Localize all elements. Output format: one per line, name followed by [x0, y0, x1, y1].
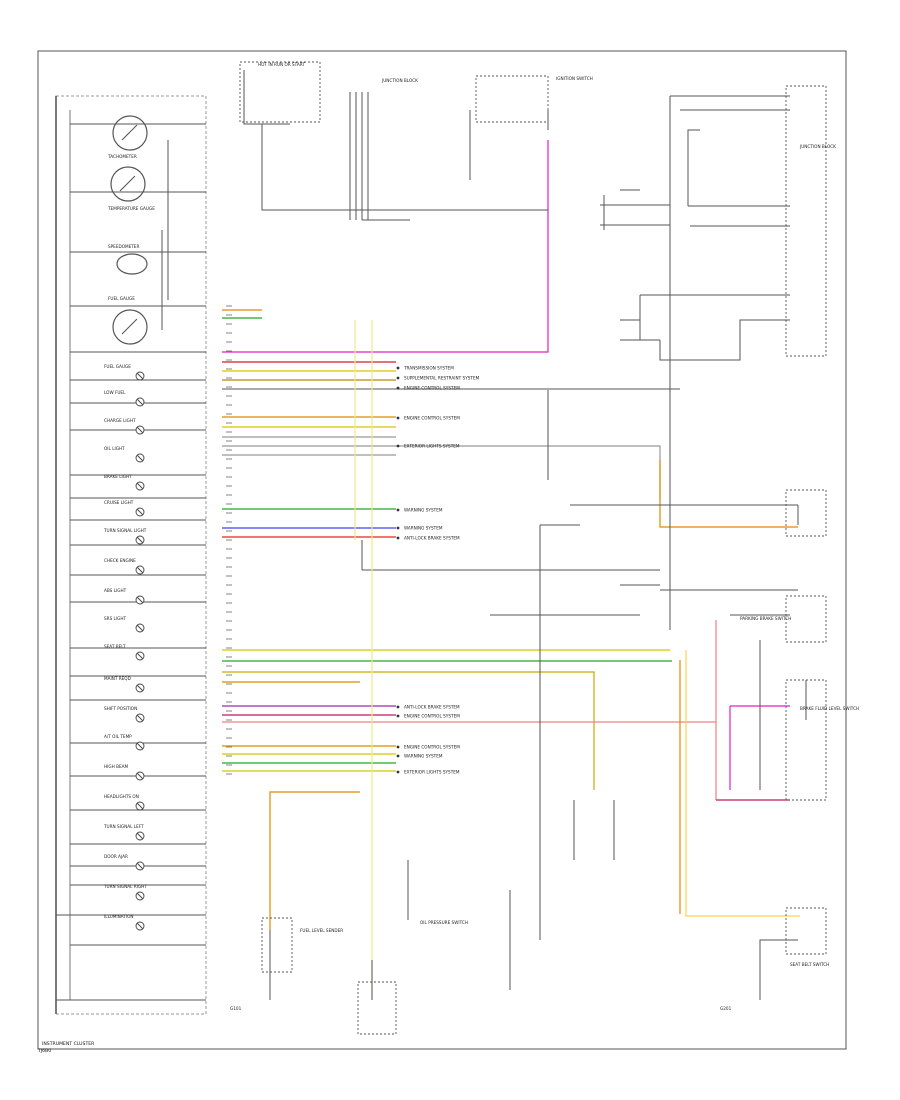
system-connector-dot [396, 444, 400, 448]
system-connector-dot [396, 714, 400, 718]
system-connector-dot [396, 526, 400, 530]
parking-brake-label: PARKING BRAKE SWITCH [740, 616, 791, 621]
indicator-label: CHECK ENGINE [104, 558, 136, 563]
indicator-label: FUEL GAUGE [104, 364, 131, 369]
indicator-lamp [135, 921, 145, 931]
system-connector-dot [396, 745, 400, 749]
right-block-label: JUNCTION BLOCK [799, 144, 836, 149]
indicator-label: A/T OIL TEMP [104, 734, 132, 739]
gauge-label: TEMPERATURE GAUGE [107, 206, 155, 211]
system-connector-dot [396, 416, 400, 420]
indicator-label: SRS LIGHT [104, 616, 127, 621]
indicator-lamp [135, 507, 145, 517]
speedometer-gauge [116, 253, 148, 275]
indicator-lamp [135, 481, 145, 491]
top-fuse-label: HOT IN RUN OR START [258, 62, 305, 67]
ground-left-label: G101 [230, 1006, 242, 1011]
brake-switch-box [785, 489, 827, 537]
indicator-lamp [135, 453, 145, 463]
system-connector-dot [396, 705, 400, 709]
system-label: EXTERIOR LIGHTS SYSTEM [404, 444, 460, 449]
indicator-lamp [135, 623, 145, 633]
fuel-sender-box [261, 917, 293, 973]
system-label: ENGINE CONTROL SYSTEM [404, 714, 460, 719]
parking-brake-box [785, 595, 827, 643]
footer-label: INSTRUMENT CLUSTER [42, 1041, 95, 1047]
tachometer-gauge [112, 115, 148, 151]
indicator-label: SEAT BELT [104, 644, 126, 649]
junction-block-top-box [239, 61, 321, 123]
indicator-lamp [135, 683, 145, 693]
oil-switch-label: OIL PRESSURE SWITCH [420, 920, 468, 925]
gauge-label: SPEEDOMETER [108, 244, 139, 249]
indicator-lamp [135, 371, 145, 381]
page-code: TJ6B0 [37, 1048, 51, 1054]
system-label: EXTERIOR LIGHTS SYSTEM [404, 770, 460, 775]
ignition-switch-label: IGNITION SWITCH [556, 76, 593, 81]
oil-switch-box [357, 981, 397, 1035]
indicator-lamp [135, 891, 145, 901]
indicator-label: ILLUMINATION [104, 914, 134, 919]
system-label: ENGINE CONTROL SYSTEM [404, 386, 460, 391]
indicator-lamp [135, 535, 145, 545]
fuel-sender-label: FUEL LEVEL SENDER [300, 928, 343, 933]
indicator-label: CHARGE LIGHT [104, 418, 136, 423]
ground-right-label: G201 [720, 1006, 732, 1011]
indicator-label: SHIFT POSITION [104, 706, 137, 711]
indicator-label: HIGH BEAM [104, 764, 128, 769]
temperature-gauge [110, 166, 146, 202]
system-label: TRANSMISSION SYSTEM [403, 366, 454, 371]
indicator-label: ABS LIGHT [104, 588, 127, 593]
system-connector-dot [396, 770, 400, 774]
system-connector-dot [396, 508, 400, 512]
brake-fluid-label: BRAKE FLUID LEVEL SWITCH [800, 706, 859, 711]
system-label: ANTI-LOCK BRAKE SYSTEM [404, 705, 460, 710]
indicator-label: TURN SIGNAL LEFT [103, 824, 144, 829]
indicator-label: OIL LIGHT [104, 446, 125, 451]
indicator-lamp [135, 861, 145, 871]
indicator-lamp [135, 651, 145, 661]
indicator-lamp [135, 771, 145, 781]
system-connector-dot [396, 386, 400, 390]
indicator-lamp [135, 397, 145, 407]
instrument-cluster-box [55, 95, 207, 1015]
system-label: WARNING SYSTEM [404, 526, 443, 531]
system-label: ENGINE CONTROL SYSTEM [404, 416, 460, 421]
system-connector-dot [396, 536, 400, 540]
system-label: WARNING SYSTEM [404, 754, 443, 759]
fuel-gauge [112, 309, 148, 345]
indicator-lamp [135, 565, 145, 575]
right-block-box [785, 85, 827, 357]
indicator-label: CRUISE LIGHT [104, 500, 134, 505]
indicator-lamp [135, 713, 145, 723]
indicator-lamp [135, 595, 145, 605]
indicator-lamp [135, 831, 145, 841]
indicator-label: DOOR AJAR [104, 854, 128, 859]
indicator-lamp [135, 741, 145, 751]
system-connector-dot [396, 366, 400, 370]
system-connector-dot [396, 376, 400, 380]
seat-belt-label: SEAT BELT SWITCH [790, 962, 829, 967]
brake-fluid-box [785, 679, 827, 801]
junction-block-label: JUNCTION BLOCK [381, 78, 418, 83]
seat-belt-box [785, 907, 827, 955]
system-label: ANTI-LOCK BRAKE SYSTEM [404, 536, 460, 541]
system-label: ENGINE CONTROL SYSTEM [404, 745, 460, 750]
diagram-border [37, 50, 847, 1050]
indicator-label: TURN SIGNAL RIGHT [103, 884, 147, 889]
indicator-lamp [135, 425, 145, 435]
indicator-label: TURN SIGNAL LIGHT [103, 528, 147, 533]
indicator-lamp [135, 801, 145, 811]
system-label: WARNING SYSTEM [404, 508, 443, 513]
system-label: SUPPLEMENTAL RESTRAINT SYSTEM [404, 376, 480, 381]
indicator-label: MAINT REQD [104, 676, 131, 681]
gauge-label: FUEL GAUGE [108, 296, 135, 301]
ignition-switch-box [475, 75, 549, 123]
indicator-label: BRAKE LIGHT [104, 474, 132, 479]
gauge-label: TACHOMETER [107, 154, 137, 159]
indicator-label: LOW FUEL [104, 390, 126, 395]
indicator-label: HEADLIGHTS ON [104, 794, 139, 799]
system-connector-dot [396, 754, 400, 758]
